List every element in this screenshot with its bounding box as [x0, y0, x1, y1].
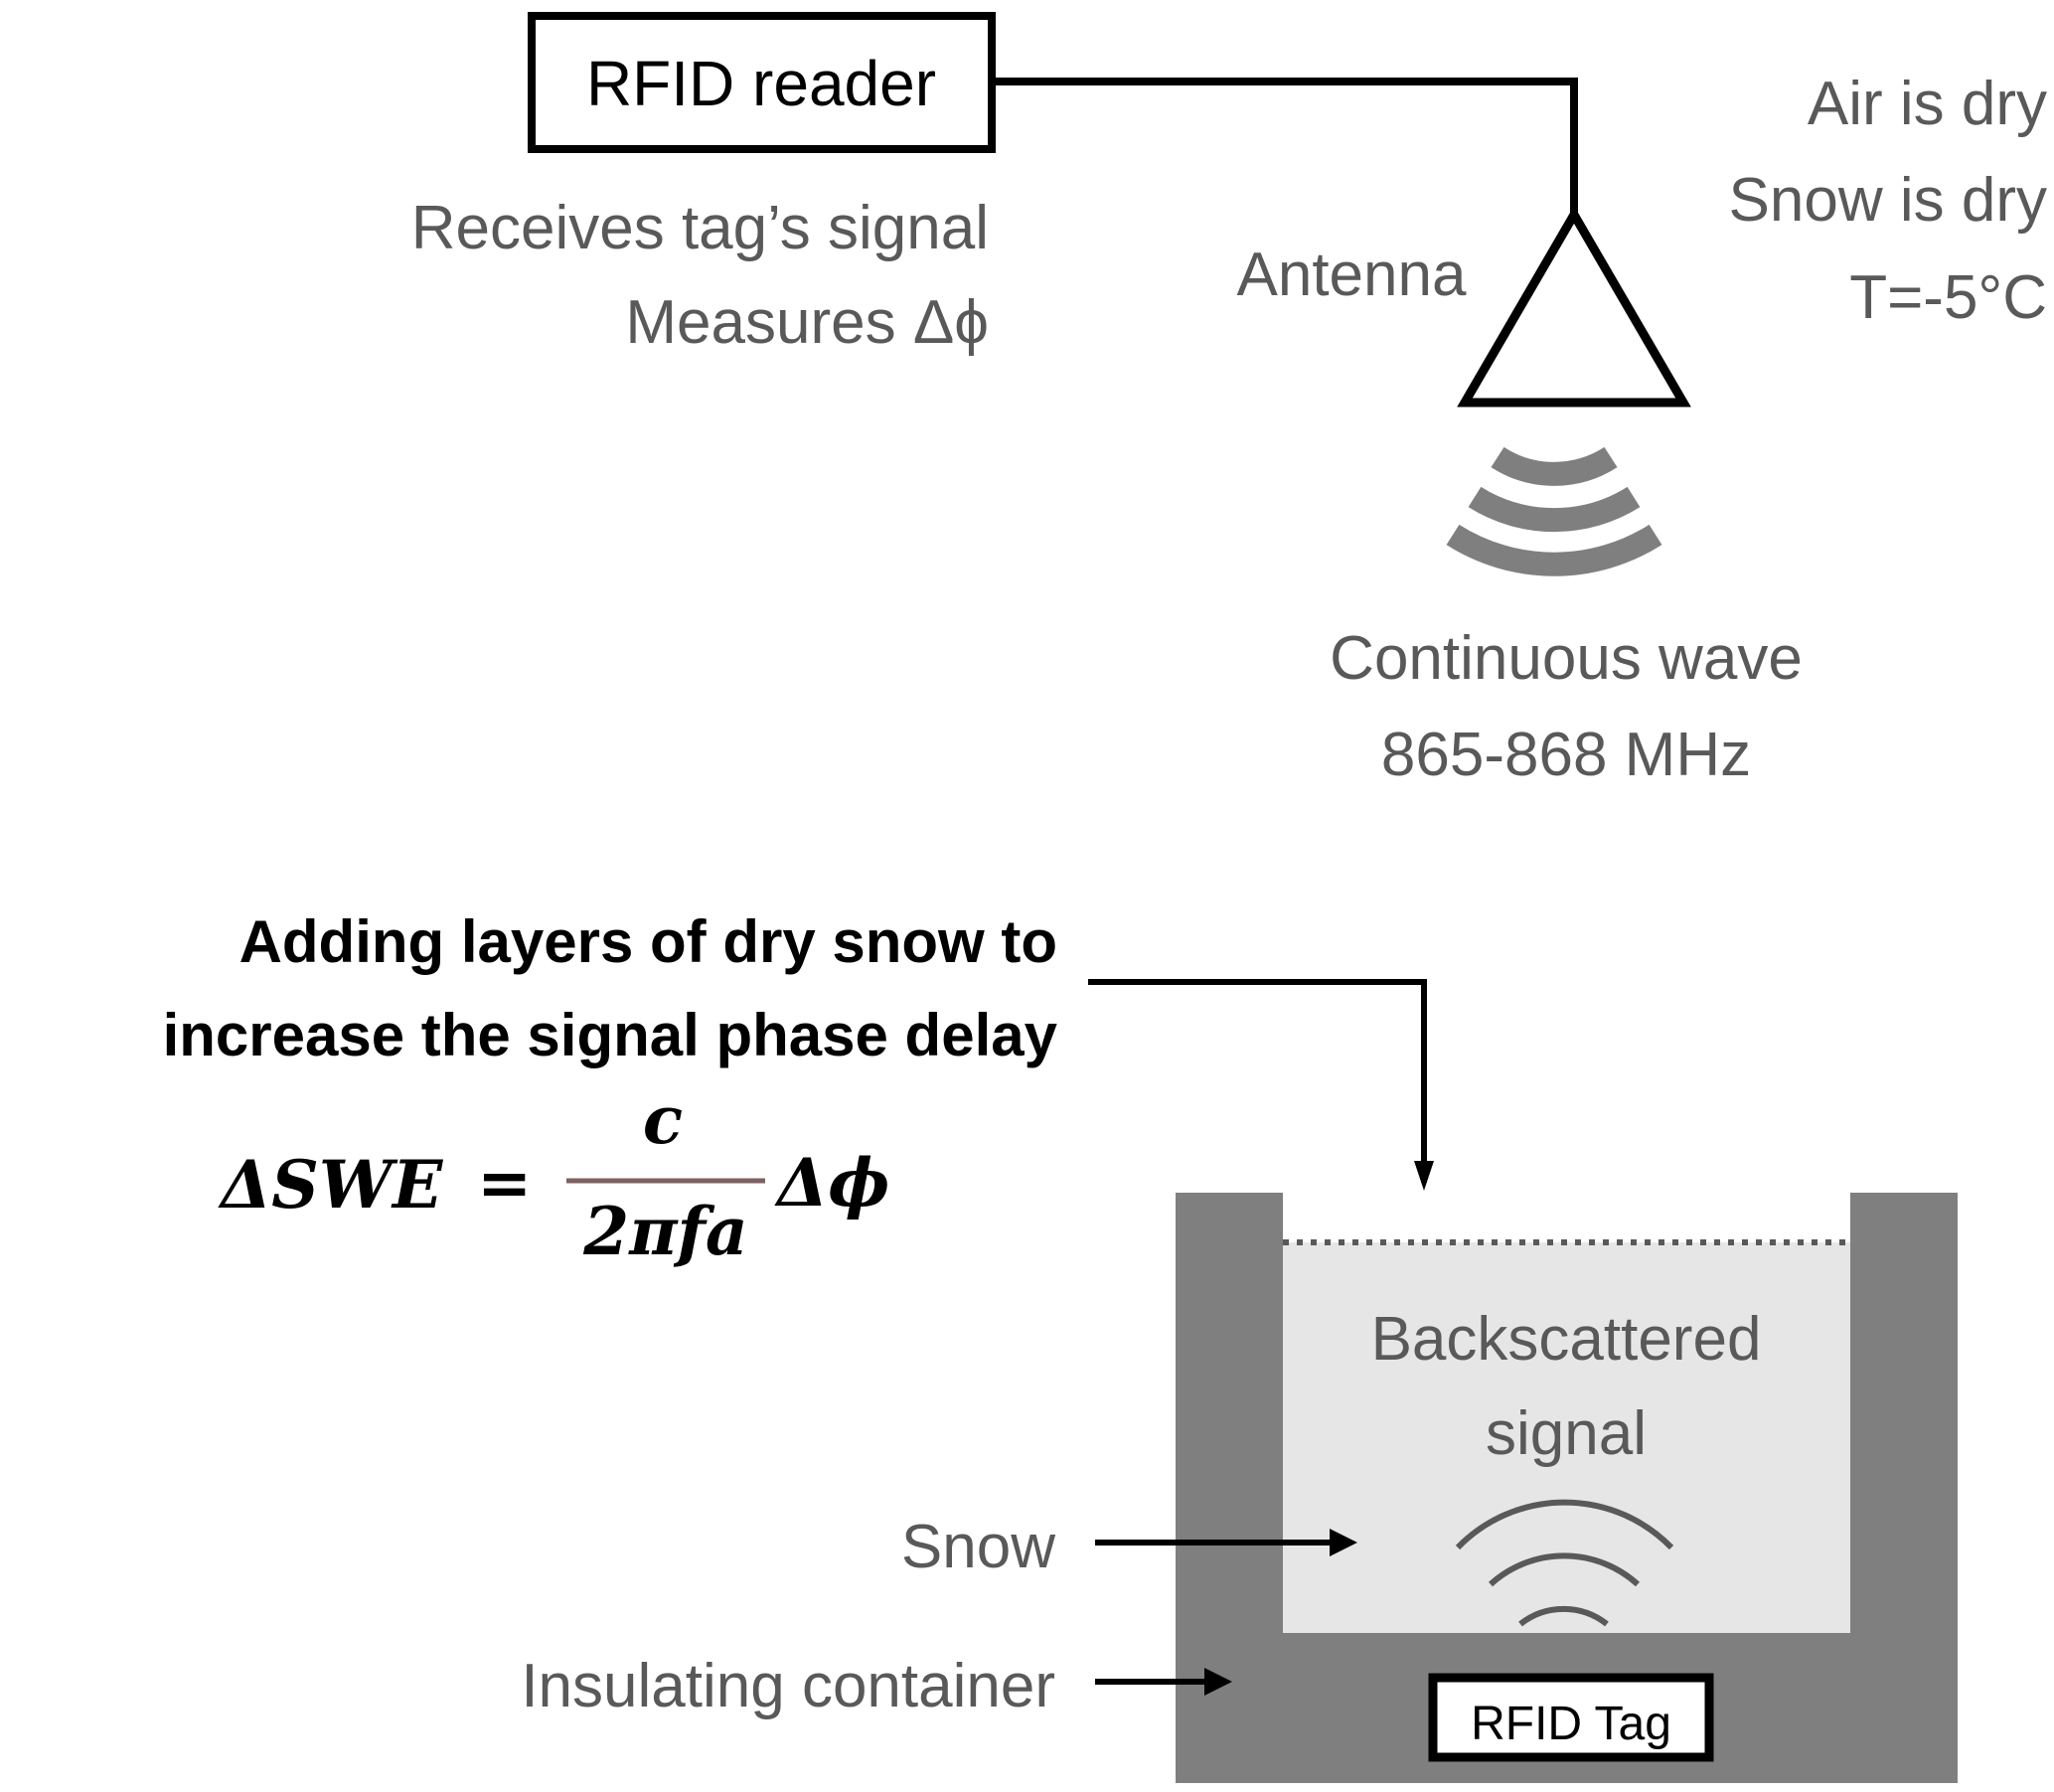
antenna-label: Antenna: [1237, 241, 1468, 309]
wave-label-line-1: Continuous wave: [1330, 624, 1803, 693]
add-snow-arrowhead: [1414, 1161, 1434, 1191]
rfid-reader: RFID reader: [528, 12, 996, 153]
container-arrowhead: [1204, 1668, 1232, 1696]
add-snow-arrow: [1088, 979, 1427, 1183]
reader-desc-line-1: Receives tag’s signal: [411, 194, 989, 262]
backscatter-signal-icon: [1455, 1499, 1674, 1627]
snow-label: Snow: [901, 1513, 1055, 1581]
rfid-tag: RFID Tag: [1428, 1673, 1714, 1762]
snow-arrowhead: [1330, 1529, 1357, 1556]
rfid-reader-label: RFID reader: [586, 48, 936, 119]
snow-layer: [1283, 1242, 1850, 1633]
backscatter-label-line-1: Backscattered: [1371, 1305, 1762, 1374]
annotation-line-1: Adding layers of dry snow to: [239, 908, 1057, 975]
equation-equals: =: [477, 1144, 532, 1222]
equation-lhs: ΔSWE: [218, 1146, 444, 1223]
rfid-reader-box: [528, 12, 996, 153]
antenna-icon: [1457, 206, 1691, 407]
reader-antenna-cable: [992, 78, 1578, 214]
rfid-tag-label: RFID Tag: [1471, 1698, 1671, 1750]
equation-denominator: 2πfa: [582, 1193, 747, 1270]
continuous-wave-icon: [1446, 446, 1662, 576]
backscatter-label-line-2: signal: [1486, 1399, 1647, 1468]
rfid-tag-box: [1428, 1673, 1714, 1762]
condition-air: Air is dry: [1808, 70, 2047, 138]
equation-numerator: c: [643, 1081, 683, 1159]
wave-label-line-2: 865-868 MHz: [1381, 721, 1751, 789]
swe-equation: ΔSWE = c 2πfa Δϕ: [218, 1081, 889, 1270]
equation-rhs: Δϕ: [774, 1144, 889, 1222]
condition-snow: Snow is dry: [1729, 166, 2047, 235]
reader-desc-line-2: Measures Δϕ: [625, 288, 989, 357]
annotation-line-2: increase the signal phase delay: [163, 1002, 1058, 1068]
container-label: Insulating container: [521, 1652, 1055, 1720]
condition-temperature: T=-5°C: [1849, 263, 2047, 332]
